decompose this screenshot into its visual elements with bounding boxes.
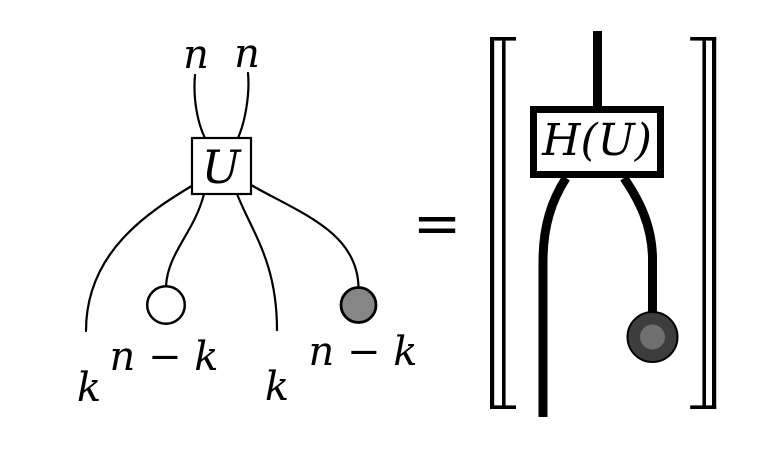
lhs-bottom-label-k-right: k [264,364,290,410]
rhs-diagram [490,31,717,417]
double-bracket-left [490,37,516,409]
lhs-output-wire-nk-gray [249,183,360,290]
lhs-bottom-label-nk-right: n − k [308,329,418,375]
lhs-gray-dot [339,286,378,324]
bracket-right-top-bar [690,37,717,41]
rhs-output-wire-left [538,175,570,417]
lhs-output-wire-nk-open [164,192,206,288]
rhs-hu-box-label: H(U) [542,115,652,166]
lhs-diagram [84,71,378,333]
equals-sign: = [412,189,462,257]
bracket-left-outer-line [490,37,495,409]
bracket-right-bottom-bar [690,405,717,409]
rhs-hu-box [530,106,664,178]
lhs-bottom-label-k-left: k [76,365,102,411]
lhs-input-wire-left [193,73,207,140]
lhs-u-box-label: U [201,140,241,194]
lhs-open-dot [145,284,187,326]
lhs-u-box [190,136,253,196]
rhs-gray-dot-inner [640,324,665,350]
bracket-left-inner-line [502,37,506,409]
lhs-output-wire-k-right [235,192,279,332]
bracket-right-inner-line [702,37,706,409]
lhs-top-label-n-left: n [183,32,209,78]
bracket-right-outer-line [712,37,717,409]
lhs-top-label-n-right: n [234,31,260,77]
lhs-bottom-label-nk-left: n − k [109,334,219,380]
double-bracket-right [690,37,717,409]
bracket-left-top-bar [490,37,516,41]
bracket-left-bottom-bar [490,405,516,409]
lhs-output-wire-k-left [84,182,197,333]
rhs-wires [538,31,657,417]
rhs-output-wire-right [620,175,657,314]
lhs-input-wire-right [236,71,250,140]
